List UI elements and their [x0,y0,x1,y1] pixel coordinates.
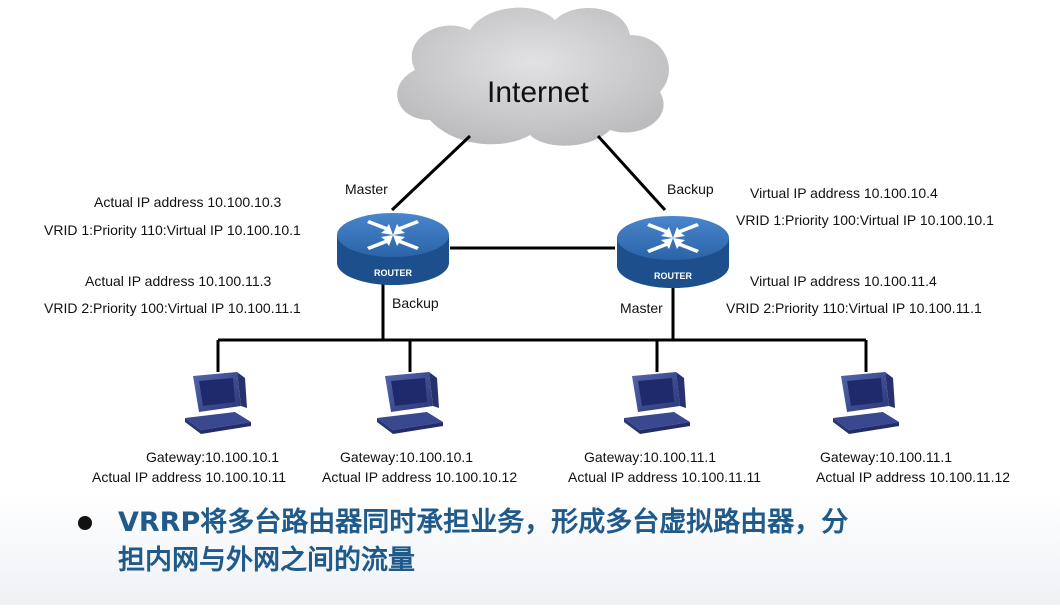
link-internet-left-router [390,134,472,212]
bullet-dot-icon [78,516,92,530]
host-4-gateway: Gateway:10.100.11.1 [820,449,953,465]
router-left: ROUTER [337,213,449,285]
router-right-vrid-2: VRID 2:Priority 110:Virtual IP 10.100.11… [726,300,982,316]
router-left-top-role: Master [345,181,388,197]
host-2-actual-ip: Actual IP address 10.100.10.12 [322,469,518,485]
host-2-gateway: Gateway:10.100.10.1 [340,449,474,465]
host-1-gateway: Gateway:10.100.10.1 [146,449,280,465]
router-left-bottom-role: Backup [392,295,439,311]
bullet-text: VRRP将多台路由器同时承担业务，形成多台虚拟路由器，分 担内网与外网之间的流量 [118,504,1018,580]
router-right-top-role: Backup [667,181,714,197]
bullet-line-1: VRRP将多台路由器同时承担业务，形成多台虚拟路由器，分 [118,507,849,538]
host-3-gateway: Gateway:10.100.11.1 [584,449,717,465]
router-right: ROUTER [617,216,729,288]
host-3-actual-ip: Actual IP address 10.100.11.11 [568,469,762,485]
router-right-virtual-ip-2: Virtual IP address 10.100.11.4 [750,273,937,289]
router-left-vrid-2: VRID 2:Priority 100:Virtual IP 10.100.11… [44,300,301,316]
host-pc-icon [624,372,690,434]
internet-label: Internet [487,76,589,109]
bullet-line-2: 担内网与外网之间的流量 [118,545,415,576]
router-arrows-icon [367,220,419,250]
router-right-bottom-role: Master [620,300,663,316]
host-4-actual-ip: Actual IP address 10.100.11.12 [816,469,1011,485]
host-pc-icon [377,372,443,434]
host-1-actual-ip: Actual IP address 10.100.10.11 [92,469,287,485]
link-internet-right-router [596,134,667,212]
router-left-badge: ROUTER [374,268,413,278]
internet-cloud [397,7,669,146]
router-left-vrid-1: VRID 1:Priority 110:Virtual IP 10.100.10… [44,222,301,238]
router-left-actual-ip-2: Actual IP address 10.100.11.3 [85,273,272,289]
router-right-vrid-1: VRID 1:Priority 100:Virtual IP 10.100.10… [736,212,994,228]
router-right-virtual-ip-1: Virtual IP address 10.100.10.4 [750,185,938,201]
router-right-badge: ROUTER [654,271,693,281]
network-links [216,134,868,372]
router-left-actual-ip-1: Actual IP address 10.100.10.3 [94,194,282,210]
router-arrows-icon [647,223,699,253]
host-pc-icon [833,372,899,434]
bullet-background [0,493,1060,605]
host-pc-icon [185,372,251,434]
